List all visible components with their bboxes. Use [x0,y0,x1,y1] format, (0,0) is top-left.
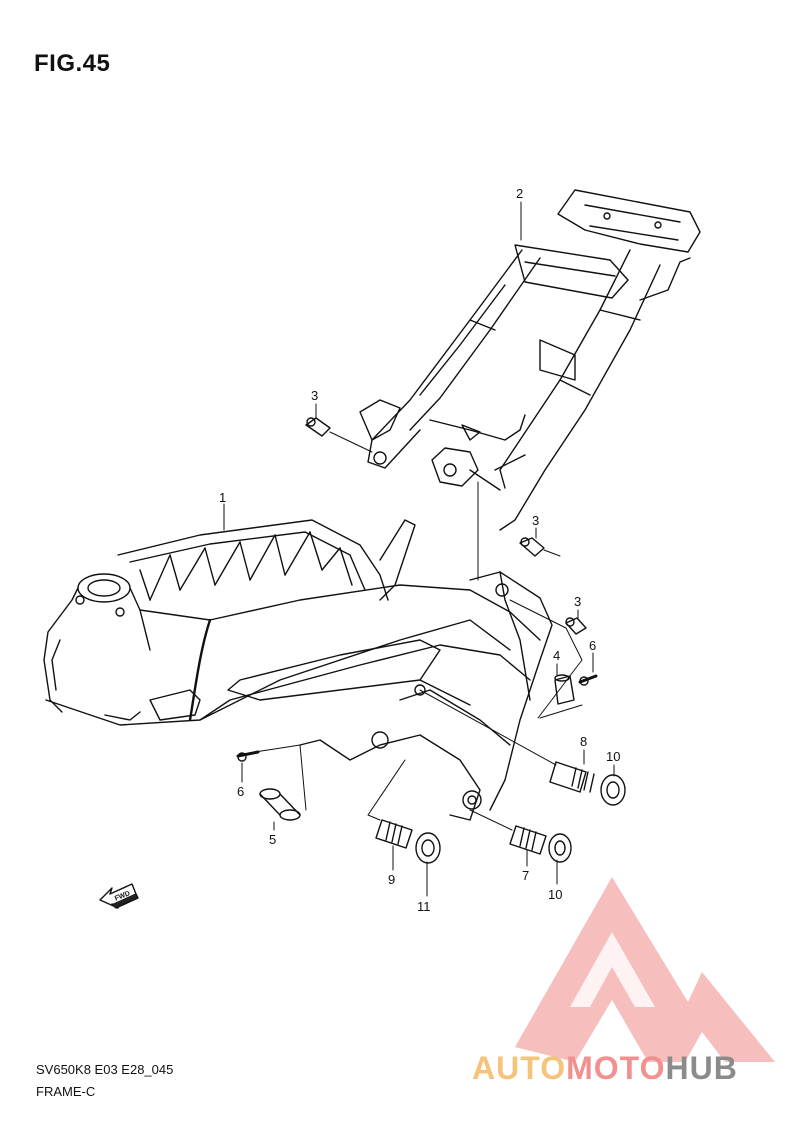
callout-2: 2 [516,186,523,201]
leader-lines [223,201,615,897]
nut-10b [548,833,572,863]
watermark-brand-a: AUTO [472,1050,567,1086]
spacer-5 [259,788,301,821]
bolt-3b [519,537,545,557]
bolt-6a [236,750,260,762]
callout-labels: 1 2 3 3 3 4 5 6 6 7 8 9 10 10 11 [219,186,620,914]
watermark-brand-c: HUB [665,1050,738,1086]
callout-3b: 3 [532,513,539,528]
fwd-arrow-icon: FWD [99,883,139,909]
callout-5: 5 [269,832,276,847]
callout-9: 9 [388,872,395,887]
watermark-text: AUTOMOTOHUB [472,1050,738,1087]
watermark-logo-icon [515,877,775,1062]
figure-title: FIG.45 [34,50,111,77]
callout-1: 1 [219,490,226,505]
callout-11: 11 [417,899,431,914]
callout-6a: 6 [237,784,244,799]
callout-4: 4 [553,648,560,663]
diagram-code: SV650K8 E03 E28_045 [36,1062,174,1077]
watermark-brand-b: MOTO [566,1050,666,1086]
bolt-6b [578,674,598,686]
nut-10a [600,774,626,806]
bolt-3c [565,617,587,635]
callout-10a: 10 [606,749,620,764]
bolt-3a [305,417,331,437]
callout-3c: 3 [574,594,581,609]
callout-10b: 10 [548,887,562,902]
callout-3a: 3 [311,388,318,403]
nut-11 [415,832,441,864]
spring-spacer-9 [375,819,413,849]
seat-rail-frame [359,189,701,531]
collar-4 [554,674,575,705]
spring-spacer-8 [549,761,595,793]
callout-6b: 6 [589,638,596,653]
diagram-name: FRAME-C [36,1084,96,1099]
assembly-lines [254,431,583,831]
callout-7: 7 [522,868,529,883]
spring-spacer-7 [509,825,547,855]
callout-8: 8 [580,734,587,749]
main-frame [43,519,553,821]
